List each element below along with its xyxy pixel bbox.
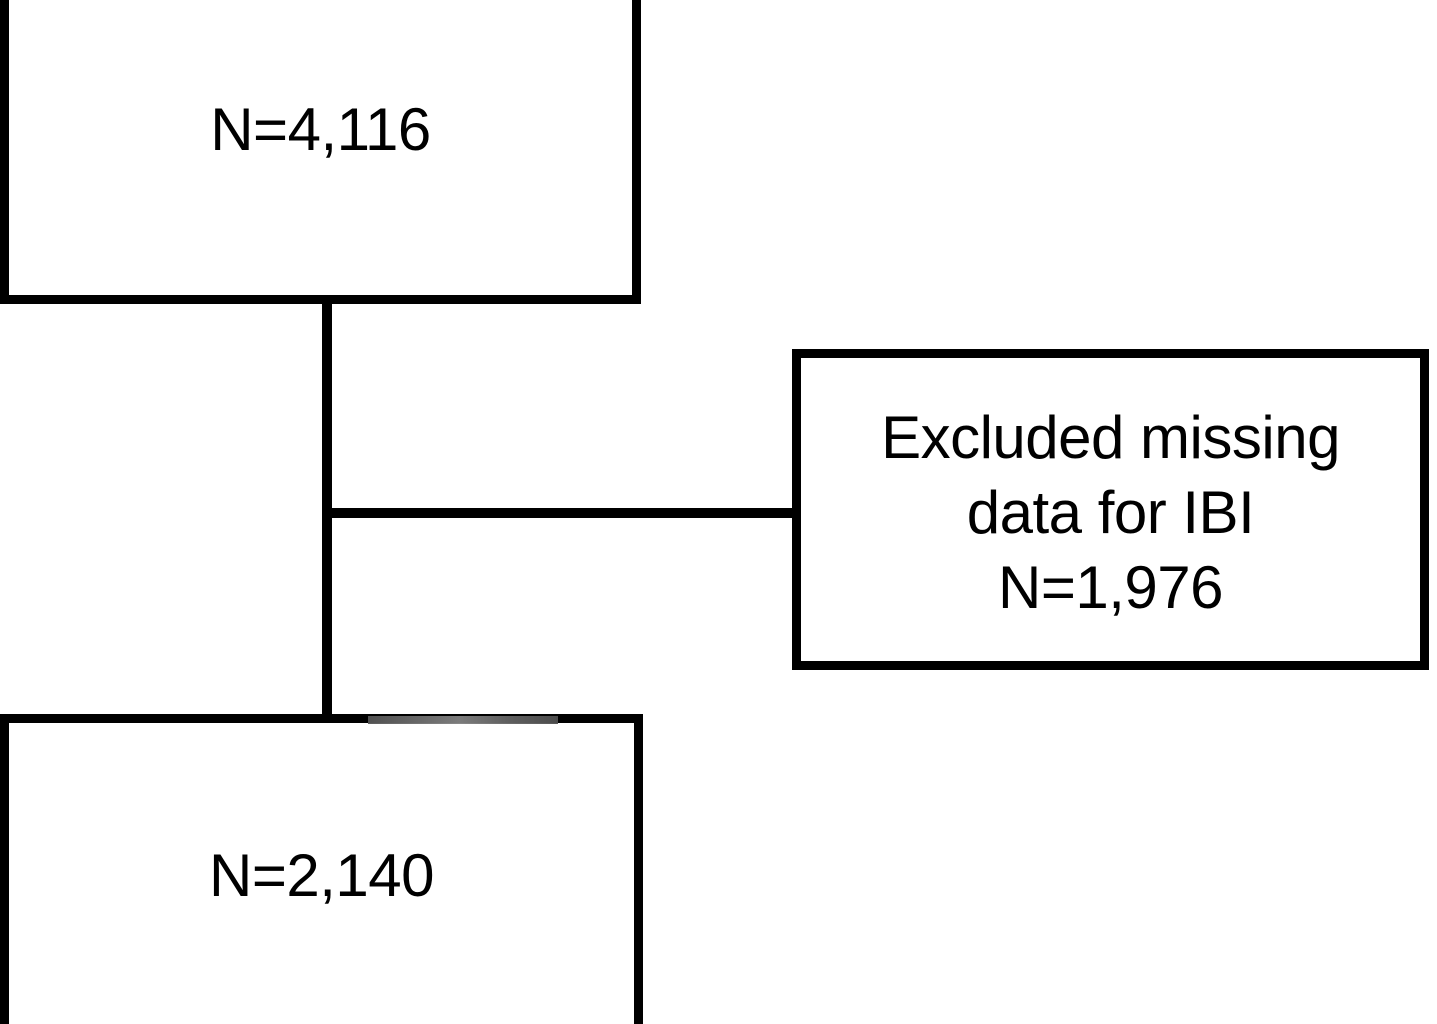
enrolled-count-label: N=4,116 <box>210 96 431 163</box>
excluded-count-label: N=1,976 <box>997 554 1224 621</box>
flow-node-excluded: Excluded missing data for IBI N=1,976 <box>792 349 1429 670</box>
flow-node-enrolled: N=4,116 <box>0 0 641 304</box>
connector-horizontal-branch <box>322 508 796 518</box>
flow-node-analytic-sample: N=2,140 <box>0 714 643 1024</box>
excluded-reason-line-2: data for IBI <box>966 479 1255 546</box>
excluded-reason-line-1: Excluded missing <box>881 404 1340 471</box>
analytic-count-label: N=2,140 <box>208 842 435 909</box>
